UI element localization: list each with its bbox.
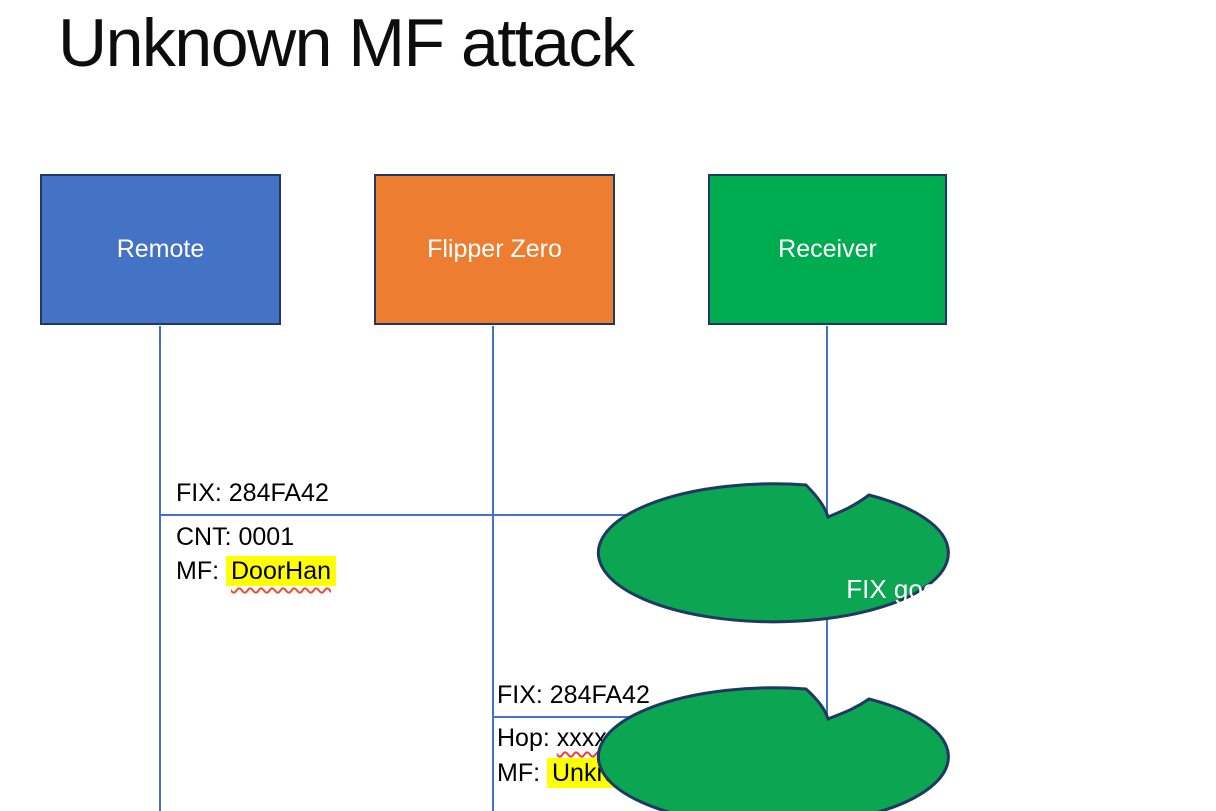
speech-bubble-1-text: FIX good CNT 0001 good “Opened” [724,365,1074,485]
message1-mf-label: MF: DoorHan [176,555,337,587]
message1-mf-prefix: MF: [176,557,226,585]
message2-hop-prefix: Hop: [497,724,557,752]
lifeline-remote [159,326,161,811]
speech-bubble-2-text: FIX good CNT is ???? “Opened” [724,569,1074,689]
bubble1-line2: CNT 0001 good [807,410,991,440]
bubble2-line2: CNT is ???? [826,614,972,644]
bubble2-line3: “Opened” [844,654,954,684]
speech-bubble-1-shape [596,482,950,624]
actor-label-remote: Remote [116,235,205,263]
actor-label-receiver: Receiver [778,235,877,263]
actor-label-flipper-zero: Flipper Zero [427,235,562,263]
bubble2-line1: FIX good [846,574,952,604]
message2-fix-label: FIX: 284FA42 [497,681,650,709]
message2-mf-prefix: MF: [497,759,547,787]
message-arrow-remote-to-receiver [160,514,812,516]
actor-box-remote: Remote [40,174,281,325]
message1-fix-label: FIX: 284FA42 [176,479,329,507]
bubble1-line3: “Opened” [844,450,954,480]
bubble1-line1: FIX good [846,370,952,400]
actor-box-flipper-zero: Flipper Zero [374,174,615,325]
actor-box-receiver: Receiver [708,174,947,325]
lifeline-flipper-zero [492,326,494,811]
page-title: Unknown MF attack [58,5,635,81]
message1-cnt-label: CNT: 0001 [176,523,295,551]
message1-mf-highlight: DoorHan [226,556,337,586]
speech-bubble-2-shape [596,686,950,811]
